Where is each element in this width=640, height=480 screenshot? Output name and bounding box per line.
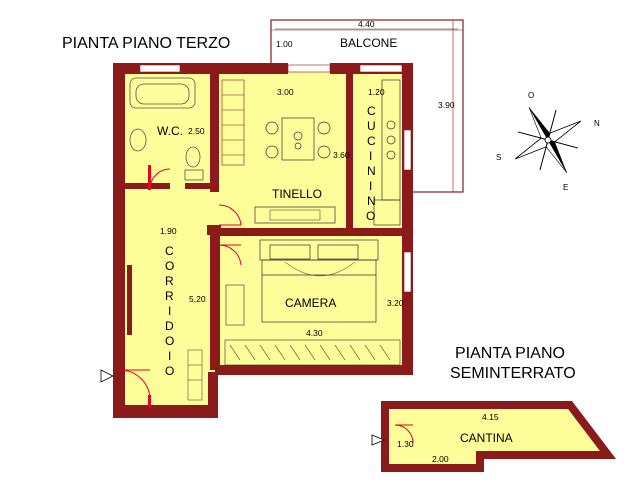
basement-title-line2: SEMINTERRATO xyxy=(450,365,576,382)
dining-table xyxy=(265,117,331,161)
balcone-height-dim: 3.90 xyxy=(438,100,455,110)
svg-text:D: D xyxy=(165,319,174,333)
cantina-depth-dim: 1.30 xyxy=(397,439,414,449)
compass-west: O xyxy=(528,91,534,100)
svg-text:R: R xyxy=(165,289,174,303)
svg-text:I: I xyxy=(369,179,372,193)
wc-dim: 2.50 xyxy=(188,126,205,136)
tinello-width-dim: 3.00 xyxy=(277,87,294,97)
svg-text:O: O xyxy=(165,334,174,348)
svg-text:C: C xyxy=(367,104,376,118)
svg-text:O: O xyxy=(165,259,174,273)
camera-bed xyxy=(259,239,379,323)
corridoio-width-dim: 1.90 xyxy=(160,226,177,236)
wc-label: W.C. xyxy=(157,124,183,138)
corridoio-length-dim: 5.20 xyxy=(189,294,206,304)
svg-text:O: O xyxy=(165,364,174,378)
camera-depth-dim: 3.20 xyxy=(387,298,404,308)
balcone-width-dim: 4.40 xyxy=(358,19,375,29)
basement-title-line1: PIANTA PIANO xyxy=(455,345,565,362)
svg-text:I: I xyxy=(168,304,171,318)
tinello-cabinet xyxy=(254,206,336,224)
entrance-arrow-icon xyxy=(100,369,114,383)
camera-wardrobe xyxy=(224,339,401,366)
svg-text:C: C xyxy=(165,244,174,258)
compass-north: N xyxy=(594,119,600,128)
third-floor-title: PIANTA PIANO TERZO xyxy=(62,35,230,52)
compass-rose-icon xyxy=(514,106,582,174)
svg-text:I: I xyxy=(369,149,372,163)
svg-text:U: U xyxy=(367,119,376,133)
camera-label: CAMERA xyxy=(285,296,336,310)
wc-fixtures xyxy=(129,77,204,181)
svg-text:N: N xyxy=(367,194,376,208)
svg-text:C: C xyxy=(367,134,376,148)
tinello-label: TINELLO xyxy=(272,187,322,201)
compass-south: S xyxy=(496,153,501,162)
corridoio-label: C O R R I D O I O xyxy=(165,244,174,378)
tinello-shelves xyxy=(221,79,245,166)
balcone-label: BALCONE xyxy=(340,36,397,50)
cantina-label: CANTINA xyxy=(460,431,513,445)
cucinino-label: C U C I N I N O xyxy=(366,104,376,223)
svg-text:R: R xyxy=(165,274,174,288)
balcone-depth-dim: 1.00 xyxy=(276,39,293,49)
apartment: W.C. 2.50 3.00 1.20 3.60 TINELLO 1.90 5.… xyxy=(100,63,413,418)
compass-east: E xyxy=(563,183,568,192)
svg-text:I: I xyxy=(168,349,171,363)
cantina: CANTINA 4.15 1.30 2.00 xyxy=(371,401,617,472)
svg-text:O: O xyxy=(366,209,375,223)
tinello-depth-dim: 3.60 xyxy=(333,150,350,160)
cantina-entrance-arrow-icon xyxy=(371,434,386,446)
cantina-width-dim: 4.15 xyxy=(482,412,499,422)
cucinino-width-dim: 1.20 xyxy=(368,87,385,97)
svg-text:N: N xyxy=(367,164,376,178)
cantina-inner-dim: 2.00 xyxy=(432,454,449,464)
kitchen-appliances xyxy=(373,79,401,226)
camera-width-dim: 4.30 xyxy=(306,328,323,338)
